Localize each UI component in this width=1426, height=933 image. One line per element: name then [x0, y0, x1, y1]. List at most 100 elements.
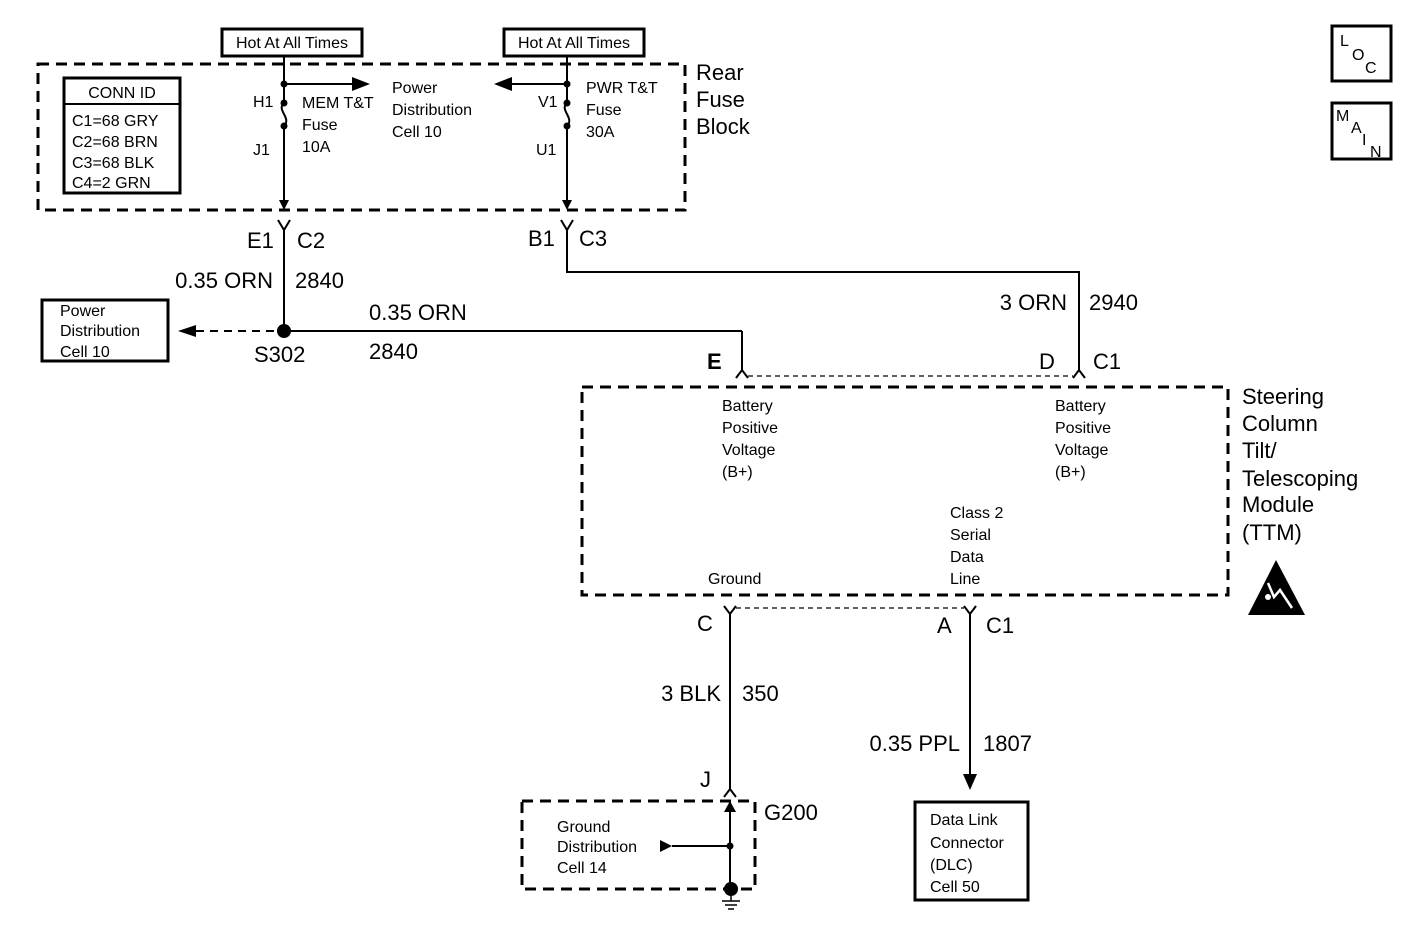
wire-2940-gauge: 3 ORN [1000, 290, 1067, 315]
pin-e-label-2: Positive [722, 420, 778, 437]
wire-2940-circuit: 2940 [1089, 290, 1138, 315]
conn-id-row-1: C1=68 GRY [72, 113, 159, 130]
hot-label-left-text: Hot At All Times [236, 35, 348, 52]
dlc-ref-box: Data Link Connector (DLC) Cell 50 [913, 800, 1030, 902]
pin-c-label: Ground [708, 571, 761, 588]
connector-c3-label: C3 [579, 226, 607, 251]
arrow-right-icon [660, 840, 672, 852]
mem-fuse-top-terminal: H1 [253, 94, 274, 111]
main-letter-i: I [1362, 132, 1366, 149]
connector-e1-label: E1 [247, 228, 274, 253]
dlc-3: (DLC) [930, 857, 973, 874]
esd-warning-icon [1248, 560, 1305, 615]
loc-letter-o: O [1352, 47, 1364, 64]
pin-e-label-1: Battery [722, 398, 773, 415]
wire-1807-circuit: 1807 [983, 731, 1032, 756]
mem-fuse-label-2: Fuse [302, 117, 338, 134]
arrow-down-icon [963, 774, 977, 790]
mem-fuse-label-3: 10A [302, 139, 331, 156]
main-letter-n: N [1370, 144, 1382, 161]
arrow-left-icon [178, 325, 196, 337]
pin-e-label-3: Voltage [722, 442, 775, 459]
mem-fuse-label-1: MEM T&T [302, 95, 374, 112]
mem-fuse: H1 J1 MEM T&T Fuse 10A [253, 56, 374, 210]
arrow-right-icon [352, 77, 370, 91]
wire-1807-gauge: 0.35 PPL [869, 731, 960, 756]
conn-id-box: CONN ID C1=68 GRY C2=68 BRN C3=68 BLK C4… [62, 76, 182, 195]
pwr-fuse-top-terminal: V1 [538, 94, 558, 111]
connector-a-label: A [937, 613, 952, 638]
connector-e-label: E [707, 349, 722, 374]
pin-d-label-2: Positive [1055, 420, 1111, 437]
left-ref-3: Cell 10 [60, 344, 110, 361]
wire-2840-gauge: 0.35 ORN [175, 268, 273, 293]
arrow-up-icon [724, 801, 736, 812]
left-ref-1: Power [60, 303, 106, 320]
hot-label-right: Hot At All Times [502, 27, 646, 58]
ground-dist-2: Distribution [557, 839, 637, 856]
pwr-fuse-bottom-terminal: U1 [536, 142, 557, 159]
pwr-fuse-label-1: PWR T&T [586, 80, 658, 97]
connector-e-symbol [735, 368, 749, 379]
conn-id-title: CONN ID [88, 85, 156, 102]
splice-s302: S302 [178, 324, 743, 370]
wire-2840b-circuit: 2840 [369, 339, 418, 364]
module-name-6: (TTM) [1242, 520, 1302, 545]
module-name-2: Column [1242, 411, 1318, 436]
mem-fuse-bottom-terminal: J1 [253, 142, 270, 159]
ground-distribution-outline [520, 799, 757, 891]
pwr-fuse-label-3: 30A [586, 124, 615, 141]
rear-fuse-block-outline [36, 62, 687, 212]
connector-c1-bottom-label: C1 [986, 613, 1014, 638]
ground-symbol-icon [722, 896, 740, 910]
pin-a-label-1: Class 2 [950, 505, 1003, 522]
connector-d-symbol [1072, 368, 1086, 379]
pin-e-label-4: (B+) [722, 464, 753, 481]
conn-id-row-4: C4=2 GRN [72, 175, 151, 192]
connector-a-symbol [963, 605, 977, 616]
power-dist-3: Cell 10 [392, 124, 442, 141]
arrow-down-icon [279, 200, 289, 210]
wire-350-circuit: 350 [742, 681, 779, 706]
pwr-fuse: V1 U1 PWR T&T Fuse 30A [494, 56, 658, 210]
pin-d-label-1: Battery [1055, 398, 1106, 415]
hot-label-left: Hot At All Times [220, 27, 364, 58]
connector-c3: B1 C3 [528, 219, 1080, 370]
hot-label-right-text: Hot At All Times [518, 35, 630, 52]
fuse-block-name-2: Fuse [696, 87, 745, 112]
connector-c2: E1 C2 [247, 219, 325, 331]
arrow-down-icon [562, 200, 572, 210]
module-name-1: Steering [1242, 384, 1324, 409]
connector-b1-label: B1 [528, 226, 555, 251]
connector-j-label: J [700, 767, 711, 792]
pin-d-label-3: Voltage [1055, 442, 1108, 459]
main-letter-a: A [1351, 120, 1362, 137]
pin-a-label-2: Serial [950, 527, 991, 544]
connector-c-symbol [723, 605, 737, 616]
connector-d-label: D [1039, 349, 1055, 374]
arrow-left-icon [494, 77, 512, 91]
connector-j-symbol [723, 787, 737, 798]
pin-a-label-4: Line [950, 571, 980, 588]
dlc-4: Cell 50 [930, 879, 980, 896]
loc-button[interactable]: L O C [1330, 24, 1393, 83]
fuse-block-name-3: Block [696, 114, 751, 139]
module-name-4: Telescoping [1242, 466, 1358, 491]
ttm-module-outline [580, 385, 1230, 597]
main-letter-m: M [1336, 108, 1349, 125]
ground-dist-3: Cell 14 [557, 860, 607, 877]
connector-c1-top-label: C1 [1093, 349, 1121, 374]
main-button[interactable]: M A I N [1330, 101, 1393, 161]
splice-label: S302 [254, 342, 305, 367]
power-distribution-ref-box: Power Distribution Cell 10 [40, 298, 170, 363]
wire-2840b-gauge: 0.35 ORN [369, 300, 467, 325]
connector-c2-label: C2 [297, 228, 325, 253]
pin-d-label-4: (B+) [1055, 464, 1086, 481]
ground-dist-1: Ground [557, 819, 610, 836]
wire-2840-circuit: 2840 [295, 268, 344, 293]
module-name-5: Module [1242, 492, 1314, 517]
conn-id-row-2: C2=68 BRN [72, 134, 158, 151]
power-dist-1: Power [392, 80, 438, 97]
connector-c-label: C [697, 611, 713, 636]
